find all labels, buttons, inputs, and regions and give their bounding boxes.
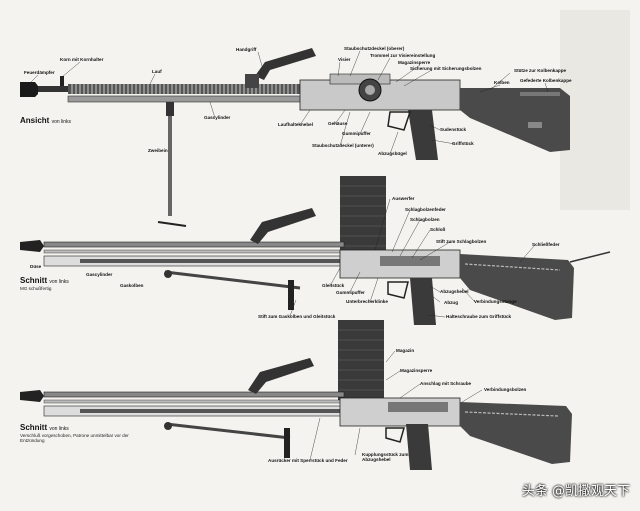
label-gehaeuse: Gehäuse	[328, 121, 348, 126]
section2-gun	[20, 320, 572, 470]
label-verbindungsbolzen: Verbindungsbolzen	[484, 387, 527, 392]
label-sudenstueck: Sudenstück	[440, 127, 467, 132]
label-magazinsperre-s2: Magazinsperre	[400, 368, 433, 373]
label-gascylinder-s1: Gascylinder	[86, 272, 113, 277]
label-kolben: Kolben	[494, 80, 510, 85]
label-gaskolben: Gaskolben	[120, 283, 144, 288]
label-feuerdaempfer: Feuerdämpfer	[24, 70, 55, 75]
label-handgriff: Handgriff	[236, 47, 257, 52]
label-lauf: Lauf	[152, 69, 162, 74]
label-gummipuffer-s1: Gummipuffer	[336, 290, 365, 295]
section1-gun	[20, 176, 611, 325]
label-zweibein: Zweibein	[148, 148, 168, 153]
label-korn: Korn mit Kornhalter	[60, 57, 104, 62]
section1-title: Schnitt von links	[20, 276, 69, 285]
label-staubschutz-oben: Staubschutzdeckel (oberer)	[344, 46, 405, 51]
label-magazinsperre: Magazinsperre	[398, 60, 431, 65]
label-staubschutz-unten: Staubschutzdeckel (unterer)	[312, 143, 374, 148]
label-stift-schlagbolzen: Stift zum Schlagbolzen	[436, 239, 487, 244]
label-trommel: Trommel zur Visiereinstellung	[370, 53, 436, 58]
label-gleitstueck: Gleitstück	[322, 283, 345, 288]
label-abzug: Abzug	[444, 300, 459, 305]
label-unterbrecherklinke: Unterbrecherklinke	[346, 299, 388, 304]
label-stift-gaskolben: Stift zum Gaskolben und Gleitstück	[258, 314, 336, 319]
label-schlagbolzenfeder: Schlagbolzenfeder	[405, 207, 446, 212]
label-stuetze: Stütze zur Kolbenkappe	[514, 68, 567, 73]
label-auswerfer: Auswerfer	[392, 196, 415, 201]
side-view-title: Ansicht von links	[20, 116, 72, 125]
label-visier: Visier	[338, 57, 351, 62]
section2-title: Schnitt von links	[20, 423, 69, 432]
leader-lines	[29, 50, 549, 461]
label-schloss: Schloß	[430, 227, 446, 232]
label-gummipuffer: Gummipuffer	[342, 131, 371, 136]
section2-caption: Verschluß vorgeschoben, Patrone unmittel…	[20, 433, 129, 444]
label-verbindungsstange: Verbindungsstange	[474, 299, 517, 304]
label-abzugshebel: Abzugshebel	[440, 289, 469, 294]
label-sicherung: Sicherung mit Sicherungsbolzen	[410, 66, 482, 71]
label-halteschraube: Halteschraube zum Griffstück	[446, 314, 512, 319]
label-kolbenkappe: Gefederte Kolbenkappe	[520, 78, 572, 83]
watermark: 头条 @凯撒观天下	[521, 484, 630, 499]
section1-caption: MG schußfertig	[20, 286, 52, 291]
label-anschlag: Anschlag mit Schraube	[420, 381, 472, 386]
label-abzugsbuegel: Abzugsbügel	[378, 151, 407, 156]
label-griffstueck: Griffstück	[452, 141, 474, 146]
label-duese: Düse	[30, 264, 42, 269]
label-laufhalteknebel: Laufhalteknebel	[278, 122, 313, 127]
label-schlagbolzen: Schlagbolzen	[410, 217, 440, 222]
side-view-gun	[20, 48, 570, 227]
label-kupplungsstueck: Kupplungsstück zum Abzugshebel	[362, 452, 409, 462]
label-magazin: Magazin	[396, 348, 415, 353]
label-ausruecker: Ausrücker mit Sperrstück und Feder	[268, 458, 348, 463]
label-schliessfeder: Schließfeder	[532, 242, 560, 247]
label-gascylinder: Gascylinder	[204, 115, 231, 120]
